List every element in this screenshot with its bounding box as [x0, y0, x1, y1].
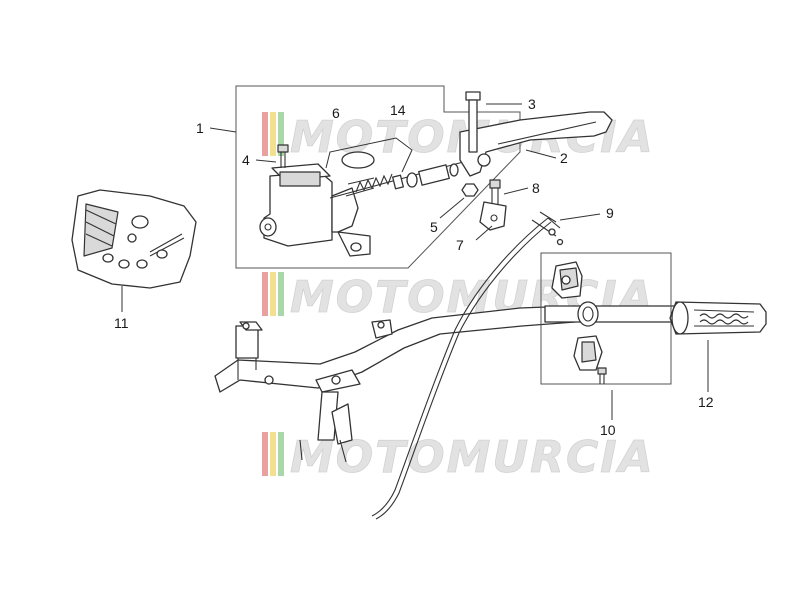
callout-6: 6 — [332, 105, 340, 121]
leader-lines — [121, 103, 709, 420]
throttle-housing — [551, 261, 607, 384]
callout-11: 11 — [114, 315, 129, 331]
throttle-cable — [371, 217, 549, 517]
callout-1: 1 — [196, 120, 204, 136]
callout-2: 2 — [560, 150, 568, 166]
master-cylinder — [259, 151, 479, 257]
piston-spring-assembly — [325, 137, 459, 197]
hand-guard — [71, 189, 197, 289]
callout-12: 12 — [698, 394, 714, 410]
callout-7: 7 — [456, 237, 464, 253]
callout-10: 10 — [600, 422, 616, 438]
pivot-bolt — [465, 91, 481, 153]
lever-clamp — [461, 179, 507, 231]
frame-mount-block — [235, 325, 259, 359]
callout-5: 5 — [430, 219, 438, 235]
callout-9: 9 — [606, 205, 614, 221]
callout-8: 8 — [532, 180, 540, 196]
handlebar-grip — [669, 301, 767, 335]
callout-4: 4 — [242, 152, 250, 168]
cable-adjuster — [531, 219, 564, 246]
screw-part-4 — [277, 144, 289, 168]
callout-3: 3 — [528, 96, 536, 112]
brake-lever — [459, 111, 613, 177]
callout-14: 14 — [390, 102, 406, 118]
